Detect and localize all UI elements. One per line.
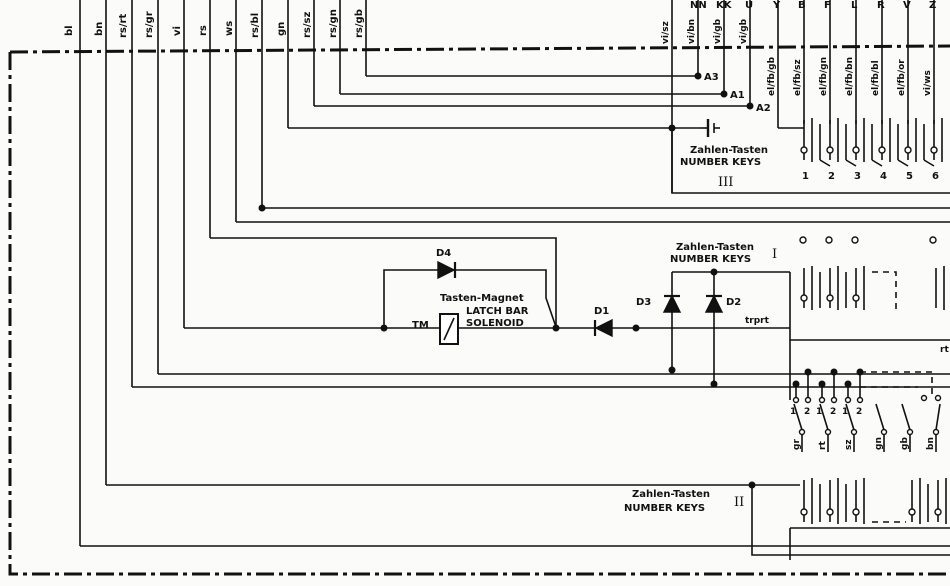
bus-label-bl: bl (64, 25, 75, 36)
key-wire-label-2: el/fb/sz (793, 59, 803, 96)
wire-label-vi-gb-2: vi/gb (739, 18, 749, 44)
switch-wire-gr: gr (792, 439, 802, 450)
group-1-title-en: NUMBER KEYS (670, 254, 751, 265)
bus-label-ws: ws (224, 21, 235, 36)
solenoid-title-en-1: LATCH BAR (466, 306, 529, 317)
switch-pin-4: 2 (830, 407, 836, 417)
bus-label-rs-gb: rs/gb (354, 9, 365, 38)
node-a1-label: A1 (730, 90, 745, 101)
key-wire-label-5: el/fb/bl (871, 60, 881, 96)
address-lines: A3 A1 A2 (288, 72, 771, 137)
number-keys-group-1: rt (789, 236, 950, 355)
long-horizontals (236, 204, 950, 223)
group-1-roman: I (772, 247, 777, 262)
key-wire-label-6: el/fb/or (897, 59, 907, 96)
solenoid-title-de: Tasten-Magnet (440, 293, 524, 304)
wire-label-vi-gb-1: vi/gb (713, 18, 723, 44)
bottom-return (80, 340, 950, 560)
switch-pin-3: 1 (816, 407, 822, 417)
vertical-wires (79, 0, 367, 546)
switch-contacts: 1 2 1 2 1 2 gr rt sz gn gb bn (790, 374, 942, 452)
key-4-label: 4 (880, 171, 887, 182)
solenoid-tm-label: TM (412, 320, 429, 331)
group-2-title-de: Zahlen-Tasten (632, 489, 710, 500)
bus-label-rs-bl: rs/bl (250, 13, 261, 38)
connector-y: Y (772, 0, 781, 11)
group-2-roman: II (734, 495, 744, 510)
switch-pin-5: 1 (842, 407, 848, 417)
key-6-label: 6 (932, 171, 939, 182)
connector-b: B (798, 0, 806, 11)
diode-d2-label: D2 (726, 297, 741, 308)
diode-d3-label: D3 (636, 297, 651, 308)
group-3-title-en: NUMBER KEYS (680, 157, 761, 168)
bus-wire-labels: bl bn rs/rt rs/gr vi rs ws rs/bl gn rs/s… (64, 9, 365, 38)
number-keys-group-2: Zahlen-Tasten NUMBER KEYS II (106, 478, 950, 556)
switch-bus (132, 366, 950, 396)
group-3-title-de: Zahlen-Tasten (690, 145, 768, 156)
top-wire-labels: vi/sz vi/bn vi/gb vi/gb (661, 18, 749, 44)
switch-pin-6: 2 (856, 407, 862, 417)
bus-label-gn: gn (276, 22, 287, 36)
trprt-label: trprt (745, 316, 770, 326)
key-wire-labels: el/fb/gb el/fb/sz el/fb/gn el/fb/bn el/f… (767, 56, 933, 96)
key-2-label: 2 (828, 171, 835, 182)
connector-l: L (851, 0, 858, 11)
bus-label-rs-sz: rs/sz (302, 12, 313, 38)
switch-pin-1: 1 (790, 407, 796, 417)
connector-v: V (903, 0, 911, 11)
number-keys-group-3: 1 2 3 4 5 6 Zahlen-Tasten NUMBER KEYS II… (671, 118, 950, 194)
bus-label-vi: vi (172, 26, 183, 36)
diode-d4-label: D4 (436, 248, 451, 259)
key-5-label: 5 (906, 171, 913, 182)
switch-wire-bn: bn (926, 437, 936, 450)
group-3-roman: III (718, 175, 733, 190)
connector-kk: KK (716, 0, 733, 11)
connector-f: F (824, 0, 831, 11)
solenoid-title-en-2: SOLENOID (466, 318, 524, 329)
frame-border (8, 44, 950, 576)
key-wire-label-1: el/fb/gb (767, 56, 777, 96)
key-1-label: 1 (802, 171, 809, 182)
switch-wire-gn: gn (874, 437, 884, 450)
top-connector-labels: NN KK U Y B F L R V Z (690, 0, 936, 11)
group-2-title-en: NUMBER KEYS (624, 503, 705, 514)
connector-r: R (877, 0, 885, 11)
bus-label-rs-gr: rs/gr (144, 11, 155, 38)
switch-wire-sz: sz (844, 439, 854, 450)
wire-label-vi-bn: vi/bn (687, 19, 697, 44)
wire-label-vi-sz: vi/sz (661, 21, 671, 44)
switch-pin-2: 2 (804, 407, 810, 417)
key-wire-label-7: vi/ws (923, 70, 933, 96)
group-1-title-de: Zahlen-Tasten (676, 242, 754, 253)
bus-label-bn: bn (94, 22, 105, 36)
switch-wire-rt: rt (818, 441, 828, 450)
key-wire-label-3: el/fb/gn (819, 57, 829, 96)
bus-label-rs-rt: rs/rt (118, 14, 129, 38)
connector-u: U (745, 0, 753, 11)
bus-label-rs: rs (198, 25, 209, 36)
switch-wire-gb: gb (900, 437, 910, 450)
node-a2-label: A2 (756, 103, 771, 114)
node-a3-label: A3 (704, 72, 719, 83)
connector-z: Z (929, 0, 936, 11)
diode-d1-label: D1 (594, 306, 609, 317)
key-3-label: 3 (854, 171, 861, 182)
solenoid-circuit: D4 TM Tasten-Magnet LATCH BAR SOLENOID D… (184, 237, 790, 384)
connector-nn: NN (690, 0, 707, 11)
key-wire-label-4: el/fb/bn (845, 57, 855, 96)
rt-label: rt (940, 345, 949, 355)
bus-label-rs-gn: rs/gn (328, 9, 339, 38)
